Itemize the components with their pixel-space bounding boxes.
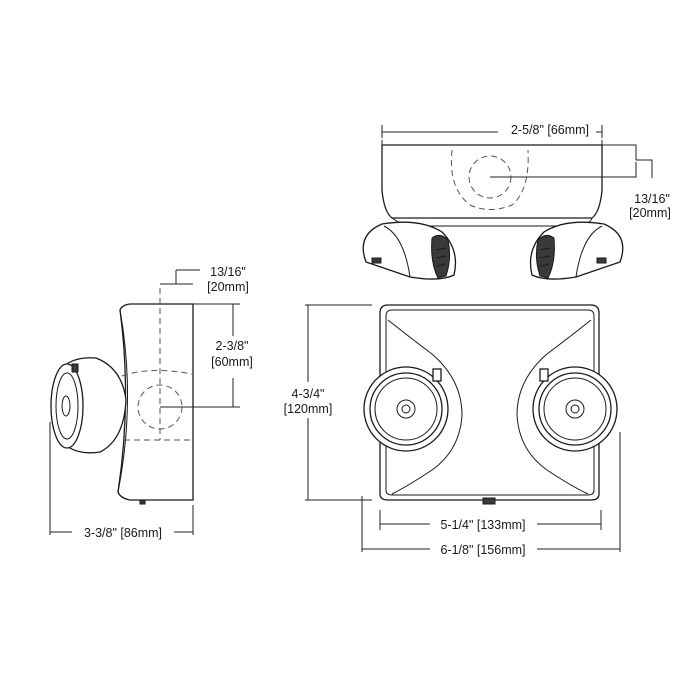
side-offset-label-mm: [20mm] — [207, 280, 249, 294]
top-view — [362, 125, 653, 280]
top-offset-label-mm: [20mm] — [629, 206, 671, 220]
side-center-label-in: 2-3/8" — [216, 339, 249, 353]
front-view — [305, 304, 621, 552]
front-overall-width-label: 6-1/8" [156mm] — [440, 543, 525, 557]
front-inner-width-label: 5-1/4" [133mm] — [440, 518, 525, 532]
side-depth-label: 3-3/8" [86mm] — [84, 526, 162, 540]
side-offset-label-in: 13/16" — [210, 265, 246, 279]
front-height-label-mm: [120mm] — [284, 402, 333, 416]
top-depth-label: 2-5/8" [66mm] — [511, 123, 589, 137]
side-center-label-mm: [60mm] — [211, 355, 253, 369]
side-view — [49, 269, 240, 535]
front-height-label-in: 4-3/4" — [292, 387, 325, 401]
top-offset-label-in: 13/16" — [634, 192, 670, 206]
